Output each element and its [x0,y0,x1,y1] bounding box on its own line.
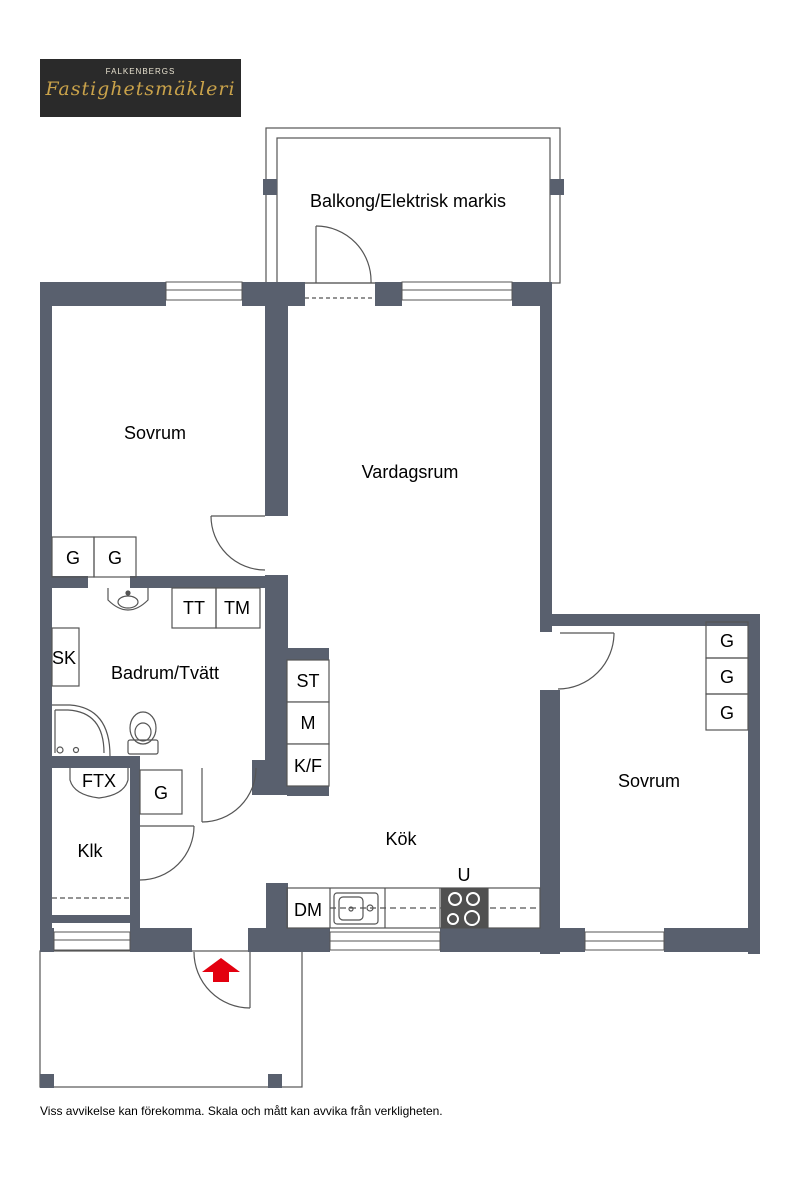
fixture-label-wardrobe-right-1: G [720,631,734,651]
fixture-label-wardrobe-1: G [66,548,80,568]
room-label-balcony: Balkong/Elektrisk markis [310,191,506,211]
fixture-label-washer: TM [224,598,250,618]
wardrobes-right [705,621,749,731]
fixture-label-tumble-dryer: TT [183,598,205,618]
fixture-label-microwave: M [301,713,316,733]
fixture-label-wardrobe-right-2: G [720,667,734,687]
balcony-door [305,225,375,299]
fixture-label-wardrobe-right-3: G [720,703,734,723]
room-label-closet: Klk [77,841,103,861]
entrance-arrow [202,958,240,982]
room-label-bedroom-right: Sovrum [618,771,680,791]
fixture-label-dishwasher: DM [294,900,322,920]
brand-line-2: Fastighetsmäkleri [45,78,236,100]
kitchen-counter [286,887,541,929]
stove [441,888,488,928]
interior-doors [139,515,615,1009]
fixture-label-wardrobe-2: G [108,548,122,568]
bath-fixtures [51,587,261,757]
fixture-label-ftx: FTX [82,771,116,791]
fixture-label-fridge-freezer: K/F [294,756,322,776]
walls [40,282,760,954]
fixture-label-hall-wardrobe: G [154,783,168,803]
disclaimer-text: Viss avvikelse kan förekomma. Skala och … [40,1104,443,1118]
room-label-bedroom-left: Sovrum [124,423,186,443]
room-label-bathroom: Badrum/Tvätt [111,663,219,683]
kitchen-block-boxes [286,659,330,787]
entry-porch [39,950,303,1088]
ftx-closet [52,768,183,899]
wardrobes-left [51,536,137,578]
room-label-kitchen: Kök [385,829,417,849]
room-label-living-room: Vardagsrum [362,462,459,482]
fixture-label-sk: SK [52,648,76,668]
fixture-label-freezer: ST [296,671,319,691]
brand-line-1: FALKENBERGS [105,67,176,76]
windows [53,281,665,951]
fixture-label-oven: U [458,865,471,885]
brand-logo: FALKENBERGS Fastighetsmäkleri [40,59,241,117]
